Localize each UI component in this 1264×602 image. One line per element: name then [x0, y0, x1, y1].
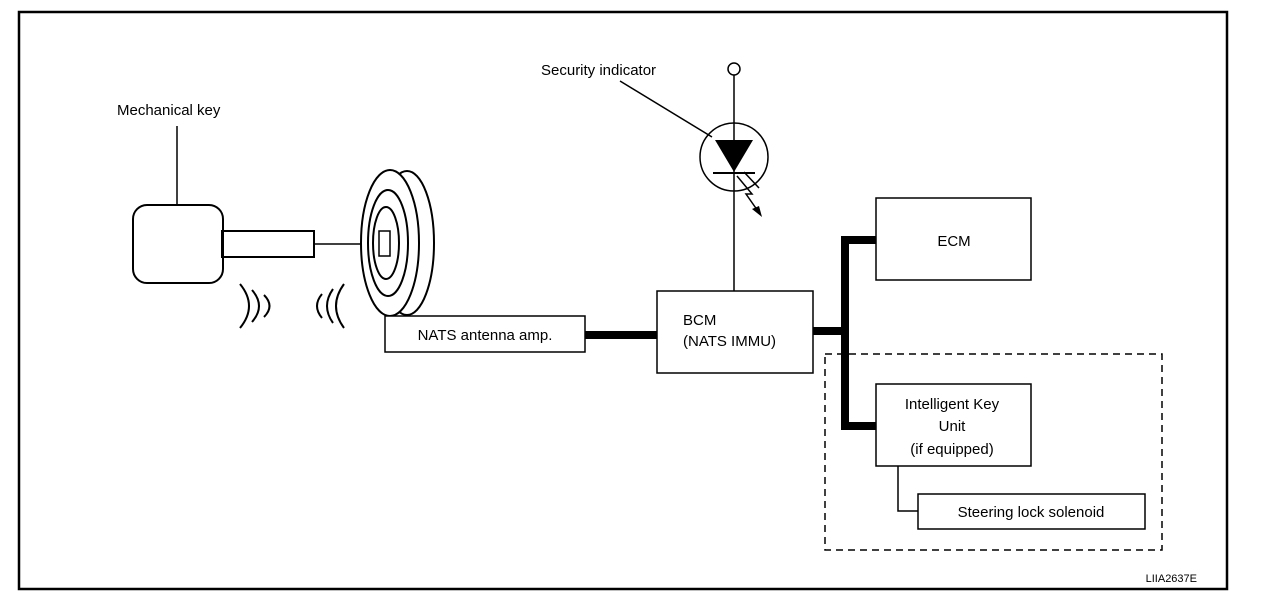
security-indicator-led-icon: [699, 62, 769, 291]
bus-bcm-to-units: [813, 236, 876, 430]
intelligent-key-label-line2: Unit: [939, 418, 967, 435]
key-blade: [221, 230, 315, 258]
nats-antenna-amp-box: [384, 315, 586, 353]
power-terminal: [727, 62, 741, 76]
nats-antenna-amp-label: NATS antenna amp.: [418, 327, 553, 344]
intelligent-key-label-line3: (if equipped): [910, 441, 993, 458]
figure-code: LIIA2637E: [1146, 573, 1197, 585]
intelligent-key-label-line1: Intelligent Key: [905, 396, 1000, 413]
steering-lock-solenoid-label: Steering lock solenoid: [958, 504, 1105, 521]
ecm-box: [875, 197, 1032, 281]
steering-lock-solenoid-box: [917, 493, 1146, 530]
bcm-label-line1: BCM: [683, 312, 716, 329]
security-indicator-leader: [619, 80, 713, 138]
bcm-box: [656, 290, 814, 374]
ecm-label: ECM: [937, 233, 970, 250]
mechanical-key-label: Mechanical key: [117, 102, 221, 119]
intelligent-key-unit-box: [875, 383, 1032, 467]
ikey-to-steering-lock-line: [897, 466, 918, 512]
mechanical-key: [132, 126, 372, 284]
bcm-label-line2: (NATS IMMU): [683, 333, 776, 350]
diagram-frame: [17, 10, 1229, 591]
optional-equipment-region: [824, 353, 1163, 551]
security-indicator-label: Security indicator: [541, 62, 656, 79]
key-head: [132, 204, 224, 284]
antenna-coil-ring: [360, 169, 435, 317]
radio-waves-icon: [239, 283, 345, 329]
